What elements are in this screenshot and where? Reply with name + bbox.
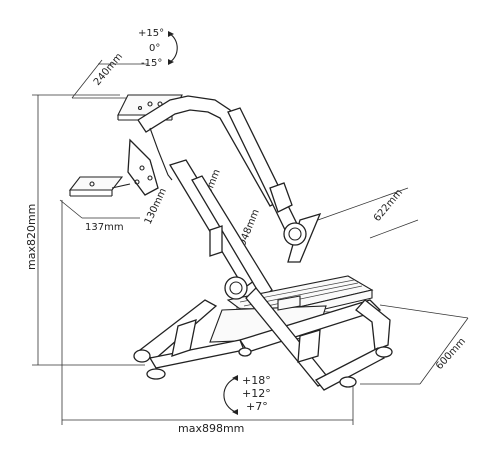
tilt-arrow-icon xyxy=(223,377,237,413)
pivot-knob-icon xyxy=(224,276,248,300)
rear-frame xyxy=(209,182,322,263)
foot-icon xyxy=(146,368,166,380)
width-dimension: max898mm xyxy=(61,200,354,435)
base-frame xyxy=(133,287,393,391)
angle-bottom-1: +18° xyxy=(242,374,271,387)
foot-icon-4 xyxy=(133,349,151,363)
foot-icon-3 xyxy=(339,376,357,388)
height-dimension: max820mm xyxy=(25,94,145,366)
plate-width-label: 240mm xyxy=(92,51,125,88)
angle-bottom-3: +7° xyxy=(246,400,268,413)
knob-icon xyxy=(283,222,307,246)
foot-icon-2 xyxy=(375,346,393,358)
plate-width-dimension: 240mm xyxy=(71,51,148,99)
angle-top-2: 0° xyxy=(149,43,160,54)
top-depth-label: 622mm xyxy=(372,187,405,224)
shifter-plate xyxy=(68,176,131,197)
top-depth-dimension: 622mm xyxy=(317,187,419,239)
top-angle-annotation: +15° 0° -15° xyxy=(138,28,178,69)
angle-bottom-2: +12° xyxy=(242,387,271,400)
shifter-plate-label: 137mm xyxy=(85,222,124,233)
angle-top-1: +15° xyxy=(138,28,164,39)
shifter-plate-dimension: 137mm xyxy=(59,199,140,233)
bottom-angle-annotation: +18° +12° +7° xyxy=(223,374,271,415)
rotation-arrow-icon xyxy=(169,33,178,63)
width-label: max898mm xyxy=(178,422,244,435)
height-label: max820mm xyxy=(25,204,38,270)
angle-top-3: -15° xyxy=(141,58,162,69)
